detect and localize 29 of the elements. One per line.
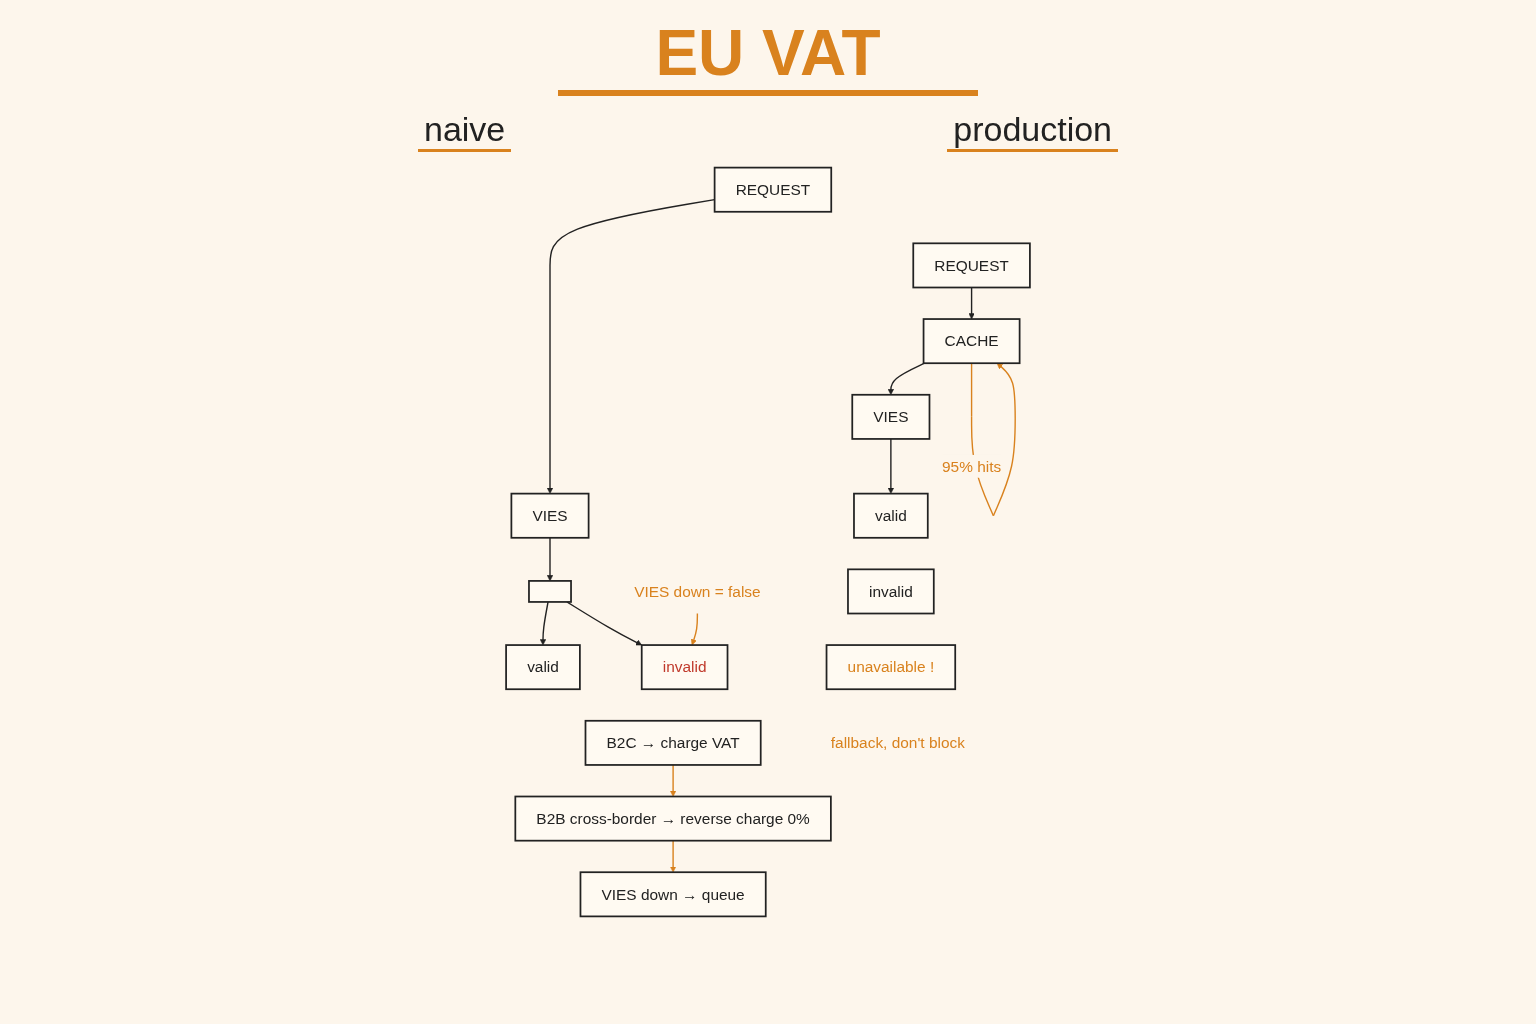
node-box: unavailable !: [825, 644, 957, 691]
title: EU VAT: [558, 16, 978, 96]
section-heading: production: [947, 110, 1118, 152]
node-box: valid: [505, 644, 581, 691]
arrow: [968, 286, 975, 320]
node-box: VIES down → queue: [579, 871, 767, 918]
node-label: fallback, don't block: [830, 734, 965, 752]
node-box: B2B cross-border → reverse charge 0%: [514, 795, 832, 842]
arrow: [566, 601, 642, 646]
arrow: [670, 764, 677, 797]
node-box: invalid: [640, 644, 729, 691]
node-box: invalid: [847, 568, 935, 615]
section-heading: naive: [418, 110, 512, 152]
node-box: [528, 580, 572, 603]
node-box: REQUEST: [912, 242, 1031, 289]
arrow: [690, 612, 699, 646]
node-box: CACHE: [922, 318, 1021, 365]
arrow: [546, 537, 554, 582]
node-box: REQUEST: [713, 166, 833, 213]
edge-label: 95% hits: [942, 457, 1002, 476]
arrow: [670, 839, 677, 873]
arrow: [887, 362, 926, 396]
node-box: valid: [853, 492, 929, 539]
node-box: B2C → charge VAT: [584, 719, 762, 766]
node-box: VIES: [510, 492, 590, 539]
node-text: VIES down = false: [634, 582, 761, 601]
arrow: [887, 438, 894, 494]
node-box: VIES: [851, 393, 931, 440]
arrow: [539, 601, 549, 646]
